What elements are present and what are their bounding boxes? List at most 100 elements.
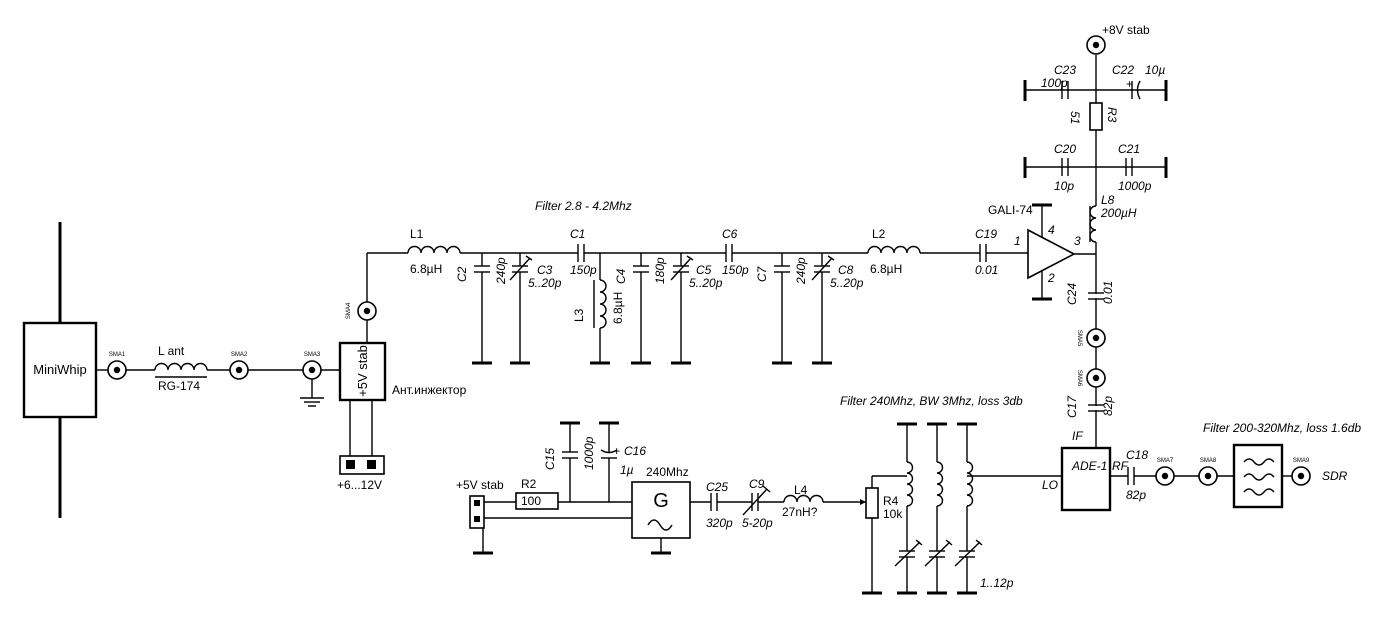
c23-ref: C23	[1054, 63, 1076, 77]
generator-label: G	[653, 490, 669, 512]
c7-ref: C7	[755, 265, 769, 282]
sma6-label: SMA6	[1076, 370, 1082, 387]
c6-val: 150p	[722, 263, 749, 277]
c20-ref: C20	[1054, 142, 1076, 156]
c5-val: 5..20p	[689, 276, 723, 290]
sma1: SMA1	[107, 352, 127, 380]
c9-val: 5-20p	[742, 516, 773, 530]
injector-block	[338, 341, 387, 402]
filter3-label: Filter 200-320Mhz, loss 1.6db	[1203, 421, 1361, 435]
c15-val: 1000p	[582, 436, 596, 470]
rf-port: RF	[1112, 459, 1129, 473]
sma9: SMA9	[1291, 458, 1311, 486]
lant-label: L ant	[158, 344, 185, 358]
resonator-1	[894, 422, 923, 595]
c3-val: 5..20p	[528, 276, 562, 290]
mixer-block	[1060, 446, 1112, 512]
trim-bank-val: 1..12p	[980, 576, 1014, 590]
c21-val: 1000p	[1118, 179, 1152, 193]
l8-choke: L8 200µH	[1089, 167, 1137, 254]
l4-val: 27nH?	[782, 505, 818, 519]
c17-ref: C17	[1065, 395, 1079, 418]
c20-val: 10p	[1054, 179, 1074, 193]
amp-pin4: 4	[1048, 223, 1055, 237]
bandpass-filter-block	[1232, 443, 1284, 509]
sma6: SMA6	[1076, 368, 1106, 388]
r2-val: 100	[521, 494, 541, 508]
sma5-label: SMA5	[1076, 330, 1082, 347]
l1-ref: L1	[410, 227, 424, 241]
amp-pin1: 1	[1014, 234, 1021, 248]
l8-ref: L8	[1101, 193, 1115, 207]
c5-trimmer: C5 5..20p	[670, 253, 723, 365]
resonator-2	[924, 422, 953, 595]
c15-ref: C15	[543, 448, 557, 470]
c8-val: 5..20p	[830, 276, 864, 290]
sine-wave-icon	[647, 519, 673, 531]
amp-pin3: 3	[1074, 234, 1081, 248]
miniwhip-label: MiniWhip	[33, 362, 86, 377]
if-port: IF	[1072, 429, 1083, 443]
sma8: SMA8	[1198, 458, 1218, 486]
power-8v-terminal: +8V stab	[1086, 23, 1150, 55]
c2-shunt: C2 240p	[455, 253, 508, 365]
c18-ref: C18	[1126, 448, 1148, 462]
sma1-label: SMA1	[109, 352, 126, 358]
c4-ref: C4	[614, 268, 628, 284]
c22-val: 10µ	[1145, 63, 1165, 77]
c22-ref: C22	[1112, 63, 1134, 77]
l2-ref: L2	[872, 227, 886, 241]
c4-val: 180p	[653, 257, 667, 284]
c19-val: 0.01	[975, 263, 998, 277]
c24-val: 0.01	[1101, 281, 1115, 304]
l3-val: 6.8µH	[611, 292, 625, 324]
osc-power-header	[469, 495, 485, 529]
c3-trimmer: C3 5..20p	[509, 253, 562, 365]
c9-ref: C9	[749, 477, 765, 491]
lo-port: LO	[1042, 478, 1058, 492]
amp-gali74: GALI-74 1 3 4 2	[988, 203, 1081, 301]
c24-cap: C24 0.01	[1065, 281, 1115, 305]
sma7-label: SMA7	[1157, 458, 1174, 464]
c21-ref: C21	[1118, 142, 1140, 156]
power-osc-label: +5V stab	[456, 478, 504, 492]
sma7: SMA7	[1155, 458, 1175, 486]
r3-ref: R3	[1105, 107, 1119, 123]
c16-ref: C16	[624, 444, 646, 458]
l3-shunt: L3 6.8µH	[572, 253, 625, 365]
sma2: SMA2	[229, 352, 249, 380]
sma3: SMA3	[302, 352, 322, 380]
c25-ref: C25	[706, 480, 728, 494]
c23-val: 100p	[1041, 76, 1068, 90]
lant-coil	[154, 362, 208, 371]
c22-plus: +	[1126, 77, 1133, 91]
sma2-label: SMA2	[231, 352, 248, 358]
c1-val: 150p	[570, 263, 597, 277]
c8-trimmer: C8 5..20p	[811, 253, 864, 365]
c2-val: 240p	[494, 257, 508, 285]
c16-val: 1µ	[620, 463, 634, 477]
r4-potentiometer: R4 10k	[858, 476, 903, 595]
c4-shunt: C4 180p	[614, 253, 667, 365]
c18-val: 82p	[1126, 488, 1146, 502]
c2-ref: C2	[455, 266, 469, 282]
cable-type-label: RG-174	[158, 379, 200, 393]
l1-val: 6.8µH	[410, 262, 442, 276]
filter-wave-icon	[1243, 458, 1275, 466]
c25-val: 320p	[706, 516, 733, 530]
l2-val: 6.8µH	[870, 262, 902, 276]
sma4-label: SMA4	[346, 302, 352, 319]
amp-pin2: 2	[1047, 271, 1055, 285]
c16-cap: + C16 1µ	[599, 421, 646, 502]
resonator-3: 1..12p	[954, 422, 1014, 595]
c5-ref: C5	[696, 263, 712, 277]
power-injector-label: +6...12V	[337, 478, 382, 492]
sma8-label: SMA8	[1200, 458, 1217, 464]
c15-cap: C15 1000p	[543, 421, 596, 502]
generator-block	[631, 481, 691, 539]
r3-resistor: R3 51	[1068, 90, 1119, 167]
c9-trimmer: C9 5-20p	[742, 477, 773, 530]
c16-plus: +	[613, 444, 620, 458]
r2-resistor	[515, 492, 559, 510]
